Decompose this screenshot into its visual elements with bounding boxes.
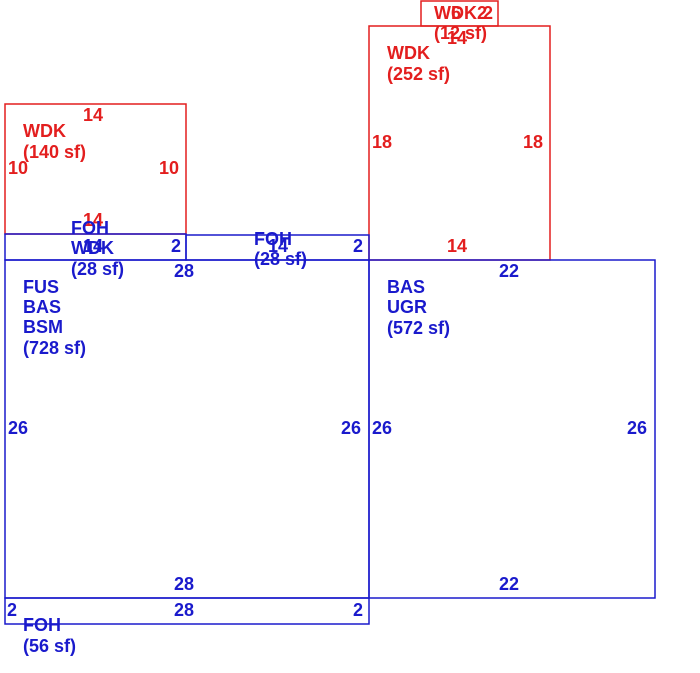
- dim-fus-26-right: 26: [341, 418, 361, 438]
- dim-fus-26-left: 26: [8, 418, 28, 438]
- wdk-left-label: WDK: [23, 121, 66, 141]
- wdk-small-area: (12 sf): [434, 23, 487, 43]
- dim-top-14-upper: 14: [447, 28, 467, 48]
- dim-mid-2: 2: [353, 236, 363, 256]
- wdk-small-label: WDK2: [434, 3, 487, 23]
- foh-mid-area: (28 sf): [254, 249, 307, 269]
- dim-small-6: 6: [451, 3, 461, 23]
- main-labels: FOH WDK (28 sf) 14 2 FOH (28 sf) 14 2 FU…: [7, 218, 647, 656]
- wdk-strip-area: (28 sf): [71, 259, 124, 279]
- deck-labels: WDK (252 sf) WDK2 (12 sf) WDK (140 sf) 6…: [8, 3, 543, 256]
- bas-ugr-area: (572 sf): [387, 318, 450, 338]
- dim-foh-2-left: 2: [7, 600, 17, 620]
- dim-foh-2-right: 2: [353, 600, 363, 620]
- dim-left-10-left: 10: [8, 158, 28, 178]
- dim-foh-28: 28: [174, 600, 194, 620]
- fus-label-3: BSM: [23, 317, 63, 337]
- bas-ugr-label-2: UGR: [387, 297, 427, 317]
- dim-top-14-lower: 14: [447, 236, 467, 256]
- dim-ugr-22-top: 22: [499, 261, 519, 281]
- foh-left-label: FOH: [71, 218, 109, 238]
- dim-mid-14: 14: [268, 236, 288, 256]
- dim-fus-28-top: 28: [174, 261, 194, 281]
- dim-strip-14: 14: [83, 236, 103, 256]
- foh-bottom-outline: [4, 597, 370, 625]
- foh-bottom-area: (56 sf): [23, 636, 76, 656]
- main-shapes: [4, 233, 656, 625]
- dim-top-18-left: 18: [372, 132, 392, 152]
- dim-fus-28-bottom: 28: [174, 574, 194, 594]
- wdk-small-outline: [420, 0, 499, 27]
- dim-top-18-right: 18: [523, 132, 543, 152]
- fus-area: (728 sf): [23, 338, 86, 358]
- dim-ugr-26-right: 26: [627, 418, 647, 438]
- wdk-strip-label: WDK: [71, 238, 114, 258]
- foh-mid-label: FOH: [254, 229, 292, 249]
- wdk-top-area: (252 sf): [387, 64, 450, 84]
- fus-label-2: BAS: [23, 297, 61, 317]
- dim-left-14-upper: 14: [83, 105, 103, 125]
- dim-strip-2: 2: [171, 236, 181, 256]
- dim-ugr-26-left: 26: [372, 418, 392, 438]
- dim-left-14-lower: 14: [83, 210, 103, 230]
- dim-small-2: 2: [483, 3, 493, 23]
- wdk-left-area: (140 sf): [23, 142, 86, 162]
- bas-ugr-outline: [368, 259, 656, 599]
- dim-ugr-22-bottom: 22: [499, 574, 519, 594]
- wdk-top-label: WDK: [387, 43, 430, 63]
- bas-ugr-label-1: BAS: [387, 277, 425, 297]
- dim-left-10-right: 10: [159, 158, 179, 178]
- foh-bottom-label: FOH: [23, 615, 61, 635]
- fus-label-1: FUS: [23, 277, 59, 297]
